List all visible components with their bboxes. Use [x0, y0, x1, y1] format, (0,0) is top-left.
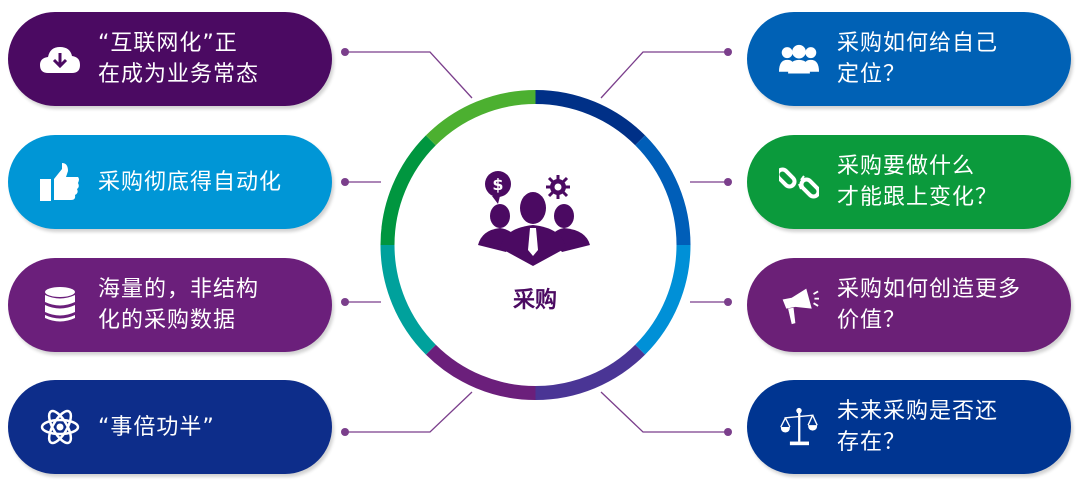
pill-text-line: “互联网化”正 [98, 31, 238, 56]
pill-text-line: 采购如何创造更多 [837, 277, 1022, 302]
pill-text-line: 采购彻底得自动化 [98, 169, 283, 195]
topic-unstructured-data[interactable]: 海量的，非结构化的采购数据 [8, 258, 332, 352]
pill-text-line: 未来采购是否还 [837, 399, 999, 424]
topic-internet-business[interactable]: “互联网化”正在成为业务常态 [8, 12, 332, 106]
database-icon [40, 285, 80, 325]
thumbs-up-icon [40, 162, 80, 202]
pill-text-line: 才能跟上变化？ [837, 185, 999, 210]
ring-segment [380, 244, 436, 355]
ring-segment [535, 344, 646, 400]
connector-dot [341, 178, 349, 186]
connector-left-1 [345, 51, 473, 99]
topic-half-result[interactable]: “事倍功半” [8, 380, 332, 474]
atom-icon [40, 407, 80, 447]
pill-text-line: 定位？ [837, 62, 907, 87]
ring-segment [535, 90, 646, 146]
connector-dot [724, 428, 732, 436]
topic-future-of-procurement[interactable]: 未来采购是否还存在？ [747, 380, 1071, 474]
ring-segment [635, 135, 691, 246]
scales-icon [779, 407, 819, 447]
connector-dot [341, 48, 349, 56]
pill-text-line: 在成为业务常态 [98, 62, 260, 87]
megaphone-icon [779, 285, 819, 325]
topic-create-value[interactable]: 采购如何创造更多价值？ [747, 258, 1071, 352]
connector-right-4 [600, 391, 728, 433]
topic-keep-up-with-change[interactable]: 采购要做什么才能跟上变化？ [747, 135, 1071, 229]
connector-dot [724, 178, 732, 186]
connector-dot [341, 428, 349, 436]
people-group-icon [779, 39, 819, 79]
ring-segment [635, 244, 691, 355]
connector-dot [724, 298, 732, 306]
business-people-icon: $ [478, 171, 590, 266]
pill-text-line: 化的采购数据 [98, 308, 237, 333]
svg-text:$: $ [492, 175, 503, 194]
cloud-download-icon [40, 39, 80, 79]
center-label: 采购 [512, 288, 557, 313]
pill-text-line: 海量的，非结构 [98, 277, 260, 302]
ring-segment [425, 90, 536, 146]
pill-text-line: 采购要做什么 [837, 154, 976, 179]
pill-text-line: 采购如何给自己 [837, 31, 999, 56]
broken-chain-icon [779, 162, 819, 202]
ring-segment [380, 135, 436, 246]
connector-dot [341, 298, 349, 306]
topic-positioning[interactable]: 采购如何给自己定位？ [747, 12, 1071, 106]
connector-left-4 [345, 391, 473, 433]
pill-text-line: “事倍功半” [98, 414, 215, 440]
segmented-ring [380, 90, 691, 400]
topic-automation[interactable]: 采购彻底得自动化 [8, 135, 332, 229]
pill-text-line: 价值？ [837, 308, 907, 333]
connector-right-1 [600, 51, 728, 99]
pill-text-line: 存在？ [837, 430, 907, 455]
ring-segment [425, 344, 536, 400]
connector-dot [724, 48, 732, 56]
